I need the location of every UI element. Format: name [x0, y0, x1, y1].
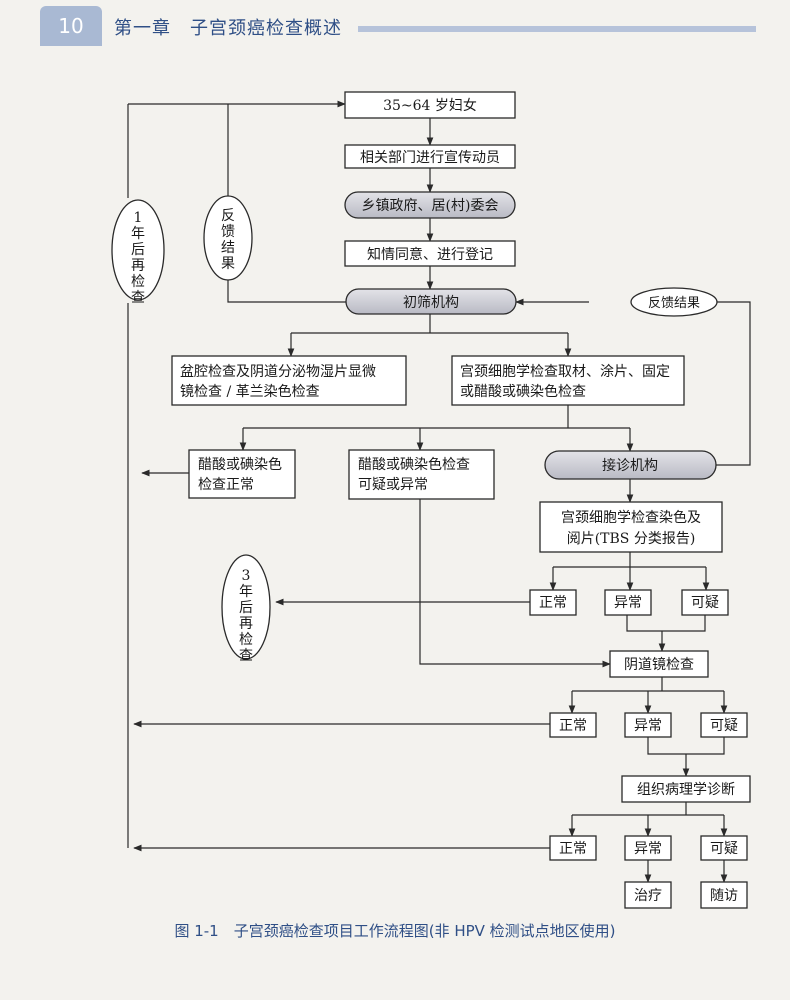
- boxes: [171, 91, 751, 909]
- cytology-reading-line1: 宫颈细胞学检查染色及: [561, 509, 701, 526]
- followup-label: 随访: [710, 888, 738, 904]
- colpo-abnormal-label: 异常: [634, 718, 662, 734]
- page-header: 10 第一章 子宫颈癌检查概述: [0, 0, 790, 52]
- consent-label: 知情同意、进行登记: [367, 246, 493, 263]
- oval-char: 查: [131, 290, 145, 306]
- stain-abnormal-line2: 可疑或异常: [358, 477, 428, 493]
- path-suspicious-label: 可疑: [710, 841, 738, 857]
- screening-org-label: 初筛机构: [403, 294, 459, 311]
- cytology-collection-line1: 宫颈细胞学检查取材、涂片、固定: [460, 364, 670, 380]
- referral-org-label: 接诊机构: [602, 457, 658, 474]
- oval-char: 检: [239, 632, 253, 648]
- cytology-collection-line2: 或醋酸或碘染色检查: [460, 383, 586, 400]
- stain-abnormal-line1: 醋酸或碘染色检查: [358, 456, 470, 473]
- path-abnormal-label: 异常: [634, 841, 662, 857]
- cyto-normal-label: 正常: [539, 595, 567, 611]
- cyto-abnormal-label: 异常: [614, 595, 642, 611]
- oval-char: 再: [131, 258, 145, 274]
- feedback-left-text: 反馈结果: [221, 208, 235, 272]
- figure-caption: 图 1-1 子宫颈癌检查项目工作流程图(非 HPV 检测试点地区使用): [174, 922, 616, 940]
- oval-char: 果: [221, 256, 235, 272]
- oval-char: 馈: [221, 224, 235, 240]
- colposcopy-label: 阴道镜检查: [624, 657, 694, 673]
- stain-normal-line1: 醋酸或碘染色: [198, 456, 282, 473]
- colpo-normal-label: 正常: [559, 718, 587, 734]
- chapter-title: 第一章 子宫颈癌检查概述: [114, 18, 342, 39]
- oval-char: 查: [239, 648, 253, 664]
- page-number: 10: [40, 6, 102, 46]
- pathology-label: 组织病理学诊断: [637, 782, 735, 798]
- cyto-suspicious-label: 可疑: [691, 595, 719, 611]
- oval-char: 反: [221, 208, 235, 224]
- pelvic-exam-line1: 盆腔检查及阴道分泌物湿片显微: [180, 364, 376, 380]
- path-normal-label: 正常: [559, 841, 587, 857]
- oval-char: 检: [131, 274, 145, 290]
- oval-char: 1: [134, 210, 143, 226]
- oval-char: 结: [221, 240, 235, 256]
- oval-char: 后: [239, 600, 253, 616]
- oval-char: 3: [242, 568, 251, 584]
- oval-char: 再: [239, 616, 253, 632]
- connectors: [127, 100, 751, 883]
- header-rule: [358, 26, 756, 32]
- treatment-label: 治疗: [634, 888, 662, 904]
- pelvic-exam-line2: 镜检查 / 革兰染色检查: [180, 383, 320, 400]
- stain-normal-line2: 检查正常: [198, 477, 254, 493]
- township-label: 乡镇政府、居(村)委会: [362, 198, 499, 214]
- start-label: 35~64 岁妇女: [383, 97, 477, 114]
- ovals: [111, 195, 718, 660]
- publicity-label: 相关部门进行宣传动员: [360, 150, 500, 166]
- cytology-reading-line2: 阅片(TBS 分类报告): [567, 531, 696, 547]
- oval-char: 年: [131, 226, 145, 242]
- oval-char: 年: [239, 584, 253, 600]
- oval-char: 后: [131, 242, 145, 258]
- feedback-right-label: 反馈结果: [648, 296, 700, 311]
- colpo-suspicious-label: 可疑: [710, 718, 738, 734]
- pills: [344, 191, 717, 480]
